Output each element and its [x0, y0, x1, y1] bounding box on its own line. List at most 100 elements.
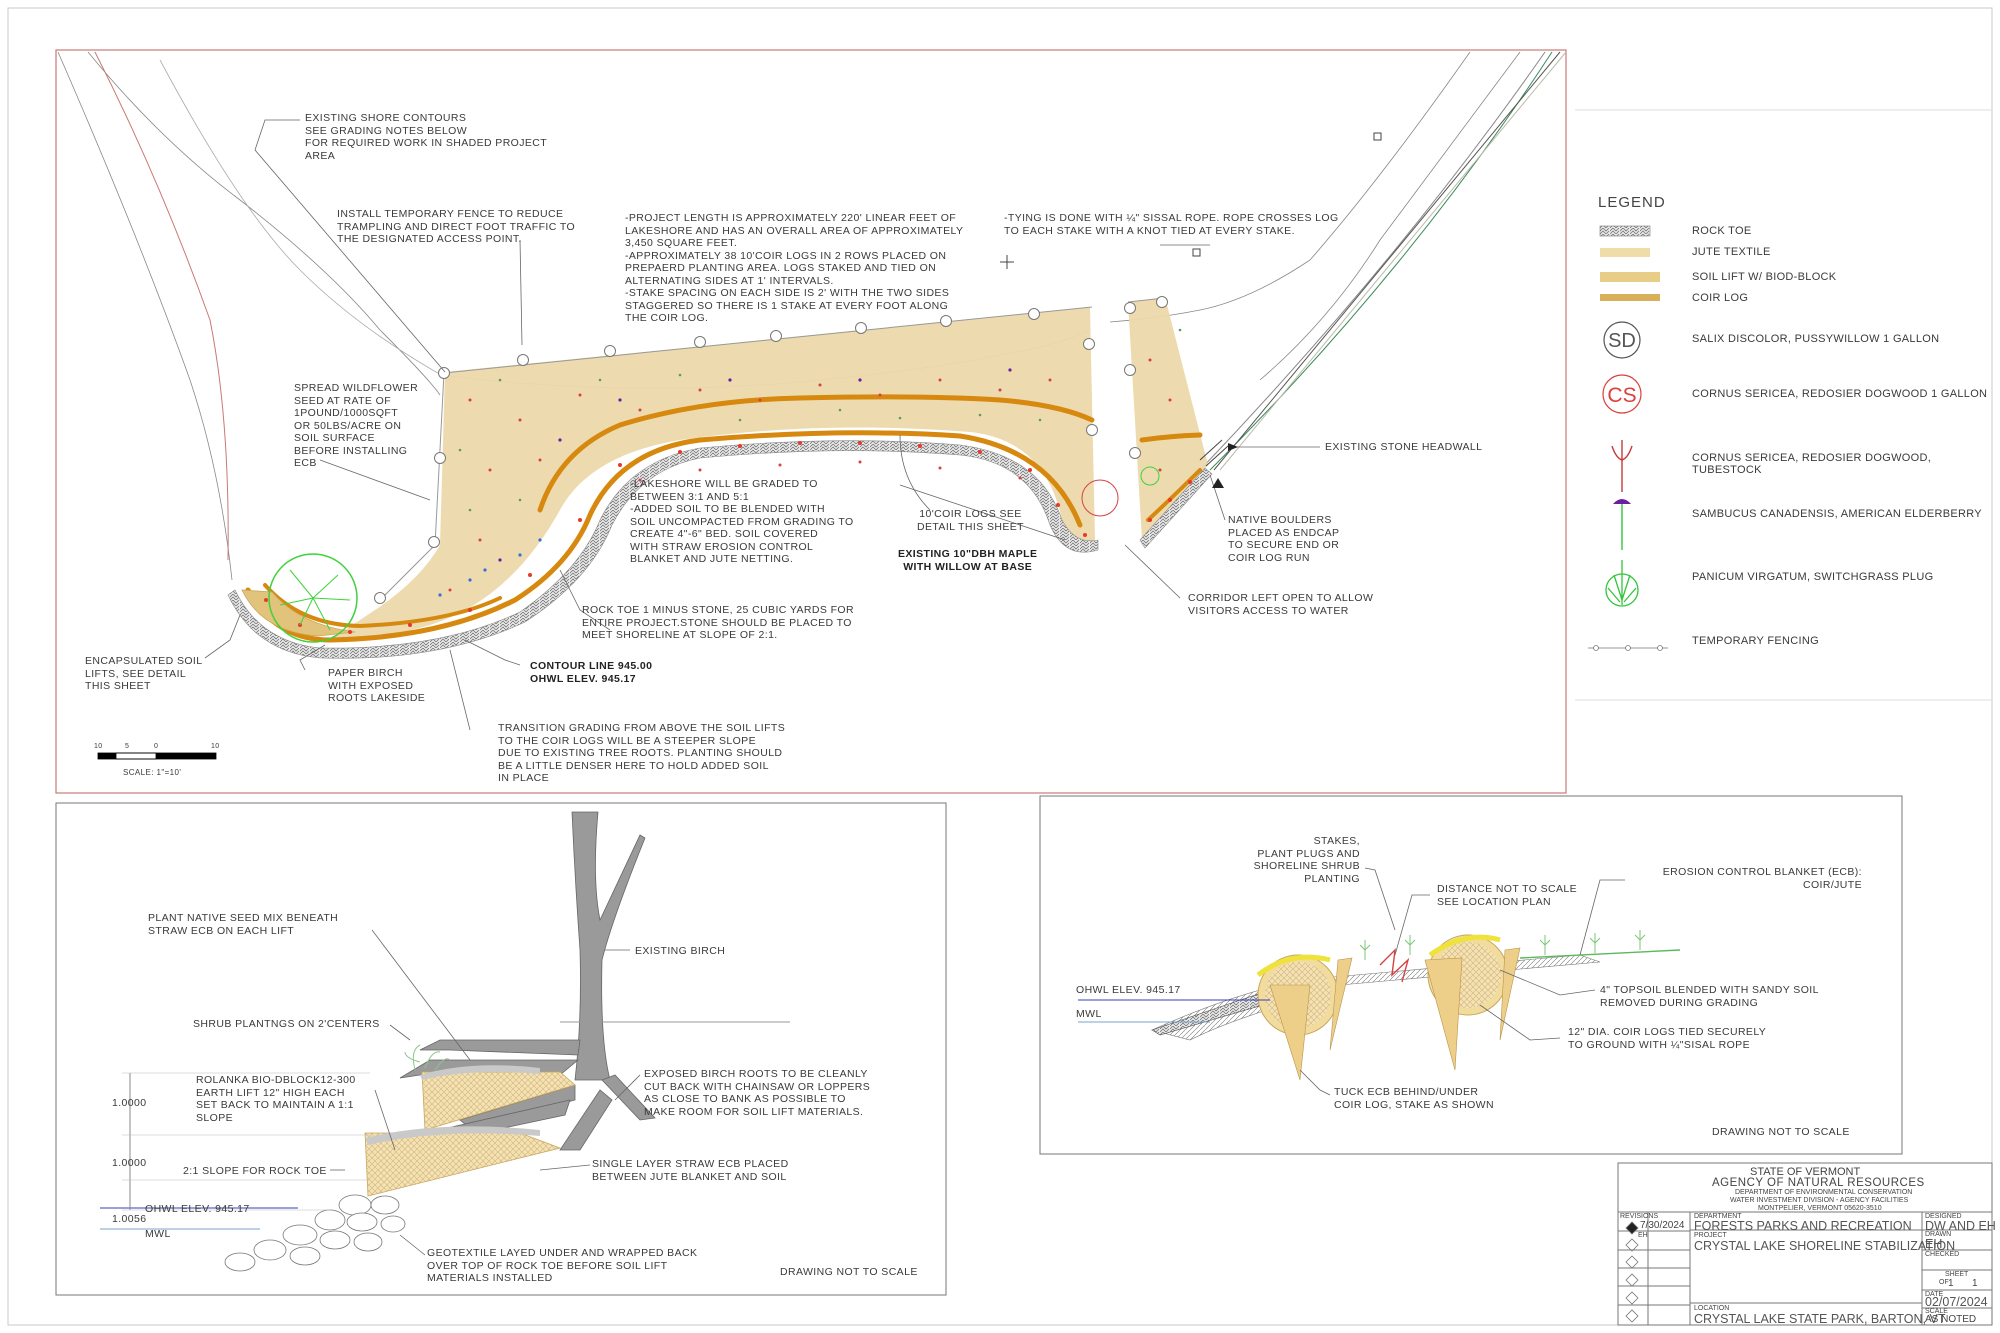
- note-birch: PAPER BIRCH WITH EXPOSED ROOTS LAKESIDE: [328, 667, 426, 704]
- switchgrass-plug-plan: [1140, 466, 1160, 486]
- not-to-scale-label: DRAWING NOT TO SCALE: [780, 1266, 918, 1278]
- legend-item-label: SOIL LIFT W/ BIOD-BLOCK: [1692, 271, 1837, 283]
- tb-drawn: EH: [1925, 1237, 1943, 1251]
- note-rolanka: ROLANKA BIO-DBLOCK12-300 EARTH LIFT 12" …: [196, 1074, 356, 1124]
- tb-drawn-label: DRAWN: [1925, 1231, 1952, 1238]
- note-transition: TRANSITION GRADING FROM ABOVE THE SOIL L…: [498, 722, 786, 784]
- note-ecb: EROSION CONTROL BLANKET (ECB): COIR/JUTE: [1662, 866, 1862, 891]
- ohwl-label: OHWL ELEV. 945.17: [1076, 984, 1181, 996]
- dimension-label: 1.0000: [112, 1157, 147, 1169]
- note-distance: DISTANCE NOT TO SCALE SEE LOCATION PLAN: [1437, 883, 1578, 908]
- maple-symbol: [1081, 479, 1119, 517]
- tb-state: STATE OF VERMONT: [1750, 1166, 1861, 1178]
- tb-agency: AGENCY OF NATURAL RESOURCES: [1712, 1177, 1925, 1189]
- jute-swatch: [1600, 248, 1650, 257]
- tb-designed: DW AND EH: [1925, 1219, 1996, 1233]
- svg-text:SD: SD: [1608, 330, 1636, 352]
- elderberry-icon: [1613, 499, 1631, 550]
- note-tuck: TUCK ECB BEHIND/UNDER COIR LOG, STAKE AS…: [1334, 1086, 1494, 1111]
- note-shrub: SHRUB PLANTNGS ON 2'CENTERS: [193, 1018, 380, 1030]
- plan-leaders: [204, 119, 1320, 731]
- scale-tick: 10: [94, 743, 103, 750]
- ohwl-label: OHWL ELEV. 945.17: [145, 1203, 250, 1215]
- tb-revision-date: 7/30/2024: [1640, 1220, 1685, 1231]
- note-rock-toe: ROCK TOE 1 MINUS STONE, 25 CUBIC YARDS F…: [582, 604, 854, 641]
- tb-of-label: OF: [1939, 1279, 1949, 1286]
- tb-project: CRYSTAL LAKE SHORELINE STABILIZATION: [1694, 1239, 1956, 1253]
- pussywillow-symbol: [1603, 321, 1641, 359]
- tb-scale: AS NOTED: [1925, 1314, 1977, 1325]
- note-coir-dia: 12" DIA. COIR LOGS TIED SECURELY TO GROU…: [1568, 1026, 1767, 1051]
- dimension-label: 1.0056: [112, 1213, 147, 1225]
- legend-item-label: CORNUS SERICEA, REDOSIER DOGWOOD, TUBEST…: [1692, 452, 1932, 476]
- note-rock-toe-slope: 2:1 SLOPE FOR ROCK TOE: [183, 1165, 327, 1177]
- legend-title: LEGEND: [1598, 194, 1666, 211]
- mwl-label: MWL: [1076, 1008, 1102, 1020]
- legend-item-label: TEMPORARY FENCING: [1692, 635, 1819, 647]
- tb-department-label: DEPARTMENT: [1694, 1213, 1742, 1220]
- tb-dept2: WATER INVESTMENT DIVISION - AGENCY FACIL…: [1730, 1197, 1909, 1204]
- tb-revisions-label: REVISIONS: [1620, 1213, 1659, 1220]
- coir-log-leaders: [1299, 867, 1625, 1096]
- note-encapsulated: ENCAPSULATED SOIL LIFTS, SEE DETAIL THIS…: [85, 655, 203, 692]
- note-tying: -TYING IS DONE WITH ¼" SISSAL ROPE. ROPE…: [1004, 212, 1339, 237]
- tb-sheet-total: 1: [1972, 1278, 1978, 1289]
- note-headwall: EXISTING STONE HEADWALL: [1325, 441, 1483, 453]
- tb-project-label: PROJECT: [1694, 1232, 1727, 1239]
- title-block: [1617, 1162, 1993, 1326]
- tb-sheet-label: SHEET: [1945, 1271, 1969, 1278]
- road-lines: [1199, 51, 1567, 471]
- legend-symbols: SD CS: [1588, 225, 1668, 651]
- note-temp-fence: INSTALL TEMPORARY FENCE TO REDUCE TRAMPL…: [337, 208, 576, 245]
- dogwood-gallon-symbol: [1602, 374, 1642, 414]
- scale-tick: 5: [125, 743, 130, 750]
- note-grading: -LAKESHORE WILL BE GRADED TO BETWEEN 3:1…: [630, 478, 854, 565]
- legend-item-label: COIR LOG: [1692, 292, 1749, 304]
- tb-location-label: LOCATION: [1694, 1305, 1730, 1312]
- rock-toe-swatch: [1599, 225, 1651, 237]
- coir-log-section: [1151, 934, 1681, 1081]
- fence-icon: [1588, 645, 1668, 651]
- rock-toe-section: [224, 1194, 406, 1272]
- soil-lift-detail-frame: [55, 802, 947, 1296]
- note-project-length: -PROJECT LENGTH IS APPROXIMATELY 220' LI…: [625, 212, 964, 324]
- soil-lifts-encapsulated: [241, 589, 356, 637]
- coir-log-detail-frame: [1039, 795, 1903, 1155]
- note-topsoil: 4" TOPSOIL BLENDED WITH SANDY SOIL REMOV…: [1600, 984, 1819, 1009]
- note-contour: CONTOUR LINE 945.00 OHWL ELEV. 945.17: [530, 660, 653, 685]
- note-maple: EXISTING 10"DBH MAPLE WITH WILLOW AT BAS…: [898, 548, 1038, 573]
- legend-item-label: PANICUM VIRGATUM, SWITCHGRASS PLUG: [1692, 571, 1934, 583]
- coir-log-plants: [1359, 930, 1646, 960]
- soil-lift-lines: [100, 1021, 790, 1230]
- coir-log-swatch: [1600, 294, 1660, 301]
- dimension-label: 1.0000: [112, 1097, 147, 1109]
- note-stakes: STAKES, PLANT PLUGS AND SHORELINE SHRUB …: [1253, 835, 1360, 885]
- tb-designed-label: DESIGNED: [1925, 1213, 1962, 1220]
- note-native-seed: PLANT NATIVE SEED MIX BENEATH STRAW ECB …: [148, 912, 339, 937]
- scale-bar: [97, 752, 217, 760]
- leader-arrows: [1212, 443, 1238, 488]
- note-geotextile: GEOTEXTILE LAYED UNDER AND WRAPPED BACK …: [427, 1247, 698, 1284]
- scale-tick: 10: [211, 743, 220, 750]
- tubestock-icon: [1611, 440, 1633, 492]
- rock-toe-east: [1139, 467, 1213, 549]
- soil-lift-swatch: [1600, 272, 1660, 282]
- note-coir-logs: 10'COIR LOGS SEE DETAIL THIS SHEET: [917, 508, 1024, 533]
- tb-checked-label: CHECKED: [1925, 1251, 1960, 1258]
- plan-view-frame: [55, 49, 1567, 794]
- property-line: [94, 51, 229, 561]
- note-existing-birch: EXISTING BIRCH: [635, 945, 726, 957]
- note-boulders: NATIVE BOULDERS PLACED AS ENDCAP TO SECU…: [1228, 514, 1340, 564]
- legend-item-label: ROCK TOE: [1692, 225, 1752, 237]
- tb-revision-by: EH: [1638, 1232, 1648, 1239]
- note-wildflower: SPREAD WILDFLOWER SEED AT RATE OF 1POUND…: [294, 382, 419, 469]
- coir-log-lines: [1078, 999, 1270, 1023]
- tb-location: CRYSTAL LAKE STATE PARK, BARTON, VT: [1694, 1312, 1946, 1326]
- scale-label: SCALE: 1"=10': [123, 768, 182, 777]
- note-shore-contours: EXISTING SHORE CONTOURS SEE GRADING NOTE…: [305, 112, 548, 162]
- tb-date: 02/07/2024: [1925, 1295, 1988, 1309]
- shrub-plantings-section: [404, 1044, 451, 1071]
- soil-lift-layers: [364, 1065, 576, 1197]
- note-exposed-roots: EXPOSED BIRCH ROOTS TO BE CLEANLY CUT BA…: [644, 1068, 871, 1118]
- rock-toe-main: [227, 440, 1099, 659]
